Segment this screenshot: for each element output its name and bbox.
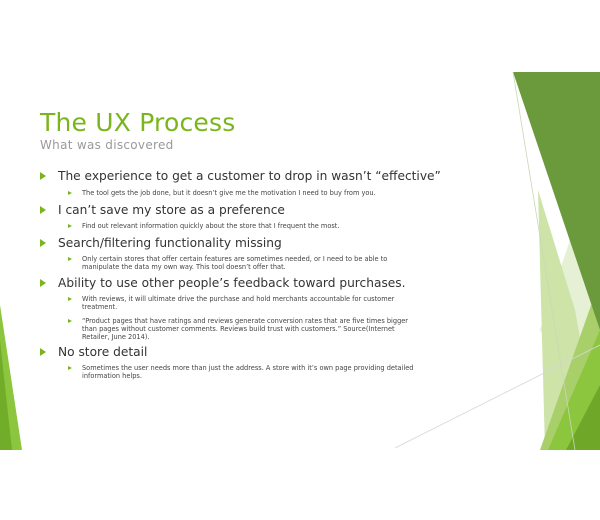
bullet-item: The experience to get a customer to drop… [38, 168, 441, 184]
sub-bullet-arrow-icon [68, 366, 72, 370]
bullet-arrow-icon [40, 279, 46, 287]
sub-bullet-text: Only certain stores that offer certain f… [82, 255, 388, 271]
sub-bullet-text: The tool gets the job done, but it doesn… [82, 189, 376, 197]
sub-bullet-item: Sometimes the user needs more than just … [68, 364, 442, 380]
sub-bullet-arrow-icon [68, 257, 72, 261]
slide-subtitle: What was discovered [40, 138, 174, 152]
bullet-arrow-icon [40, 239, 46, 247]
sub-bullet-arrow-icon [68, 224, 72, 228]
bullet-text: I can’t save my store as a preference [58, 203, 285, 217]
sub-bullet-item: “Product pages that have ratings and rev… [68, 317, 422, 341]
bullet-arrow-icon [40, 348, 46, 356]
bullet-item: Ability to use other people’s feedback t… [38, 275, 406, 291]
slide-title: The UX Process [40, 108, 236, 137]
bullet-item: No store detail [38, 344, 147, 360]
bullet-text: Ability to use other people’s feedback t… [58, 276, 406, 290]
sub-bullet-item: The tool gets the job done, but it doesn… [68, 189, 376, 197]
bullet-text: The experience to get a customer to drop… [58, 169, 441, 183]
sub-bullet-item: Only certain stores that offer certain f… [68, 255, 422, 271]
bullet-text: Search/filtering functionality missing [58, 236, 282, 250]
left-accent-shape-dark [0, 340, 12, 450]
right-shape-bottom [566, 385, 600, 450]
bullet-item: I can’t save my store as a preference [38, 202, 285, 218]
sub-bullet-arrow-icon [68, 297, 72, 301]
right-thin-line [512, 71, 576, 451]
sub-bullet-text: With reviews, it will ultimate drive the… [82, 295, 395, 311]
bullet-arrow-icon [40, 206, 46, 214]
sub-bullet-text: Find out relevant information quickly ab… [82, 222, 340, 230]
sub-bullet-arrow-icon [68, 319, 72, 323]
sub-bullet-item: Find out relevant information quickly ab… [68, 222, 340, 230]
bullet-arrow-icon [40, 172, 46, 180]
sub-bullet-text: “Product pages that have ratings and rev… [82, 317, 409, 341]
sub-bullet-text: Sometimes the user needs more than just … [82, 364, 414, 380]
bullet-item: Search/filtering functionality missing [38, 235, 282, 251]
right-shape-dark-top [513, 72, 600, 330]
sub-bullet-item: With reviews, it will ultimate drive the… [68, 295, 422, 311]
sub-bullet-arrow-icon [68, 191, 72, 195]
right-thin-line-2 [394, 344, 600, 449]
bullet-text: No store detail [58, 345, 148, 359]
